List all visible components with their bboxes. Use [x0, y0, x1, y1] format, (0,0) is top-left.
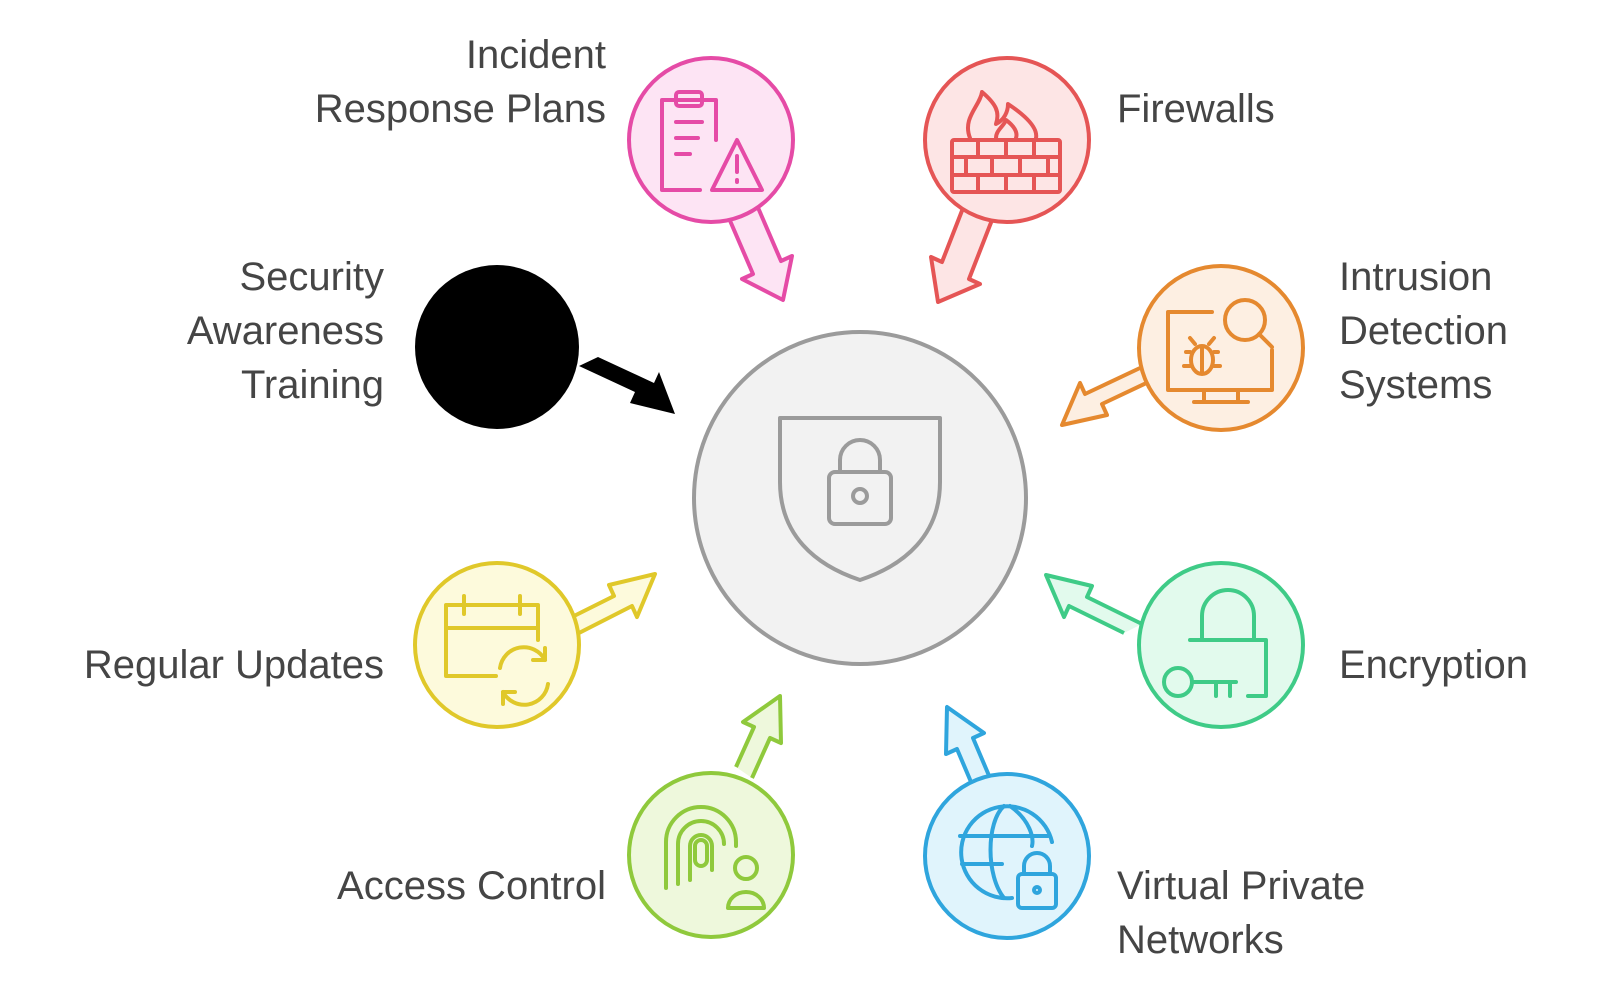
fingerprint-user-icon	[664, 805, 766, 910]
label-line: Regular Updates	[83, 643, 384, 687]
label-line: Firewalls	[1117, 87, 1275, 131]
calendar-refresh-icon	[444, 594, 550, 707]
node-firewalls	[923, 56, 1091, 304]
node-security-training	[415, 265, 675, 429]
label-regular-updates: Regular Updates	[84, 638, 384, 692]
label-line: Virtual Private	[1117, 864, 1366, 908]
arrow-vpn	[944, 705, 992, 790]
ids-circle	[1137, 264, 1305, 432]
node-intrusion-detection	[1060, 264, 1305, 432]
label-line: Networks	[1117, 918, 1284, 962]
arrow-updates	[557, 572, 657, 636]
arrow-incident	[726, 202, 794, 302]
label-firewalls: Firewalls	[1117, 82, 1275, 136]
clipboard-warning-icon	[660, 90, 764, 192]
arrow-access	[734, 694, 783, 779]
label-vpn: Virtual Private Networks	[1117, 859, 1365, 967]
label-incident-response: Incident Response Plans	[315, 28, 606, 136]
label-line: Security	[239, 255, 385, 299]
arrow-ids	[1060, 366, 1158, 427]
shield-lock-icon	[778, 416, 942, 582]
arrow-firewalls	[929, 202, 994, 304]
label-line: Training	[240, 363, 384, 407]
label-line: Intrusion	[1339, 255, 1493, 299]
central-hub	[692, 330, 1028, 666]
label-line: Incident	[465, 33, 606, 77]
arrow-encryption	[1044, 573, 1143, 635]
label-line: Detection	[1339, 309, 1508, 353]
incident-circle	[627, 56, 795, 224]
globe-lock-icon	[958, 804, 1058, 910]
bug-monitor-search-icon	[1166, 298, 1274, 404]
label-line: Awareness	[186, 309, 384, 353]
lock-key-icon	[1162, 588, 1268, 698]
hub-circle	[692, 330, 1028, 666]
firewall-icon	[950, 90, 1062, 194]
arrow-training	[579, 357, 675, 414]
node-encryption	[1044, 561, 1305, 729]
label-line: Systems	[1339, 363, 1493, 407]
node-incident-response	[627, 56, 795, 302]
label-line: Access Control	[337, 864, 606, 908]
encryption-circle	[1137, 561, 1305, 729]
label-line: Encryption	[1339, 643, 1528, 687]
node-vpn	[923, 705, 1091, 940]
label-intrusion-detection: Intrusion Detection Systems	[1339, 250, 1508, 412]
label-access-control: Access Control	[337, 859, 606, 913]
node-regular-updates	[413, 561, 657, 729]
updates-circle	[413, 561, 581, 729]
label-line: Response Plans	[314, 87, 606, 131]
vpn-circle	[923, 772, 1091, 940]
label-encryption: Encryption	[1339, 638, 1528, 692]
node-access-control	[627, 694, 795, 939]
label-security-training: Security Awareness Training	[187, 250, 384, 412]
training-circle	[415, 265, 579, 429]
